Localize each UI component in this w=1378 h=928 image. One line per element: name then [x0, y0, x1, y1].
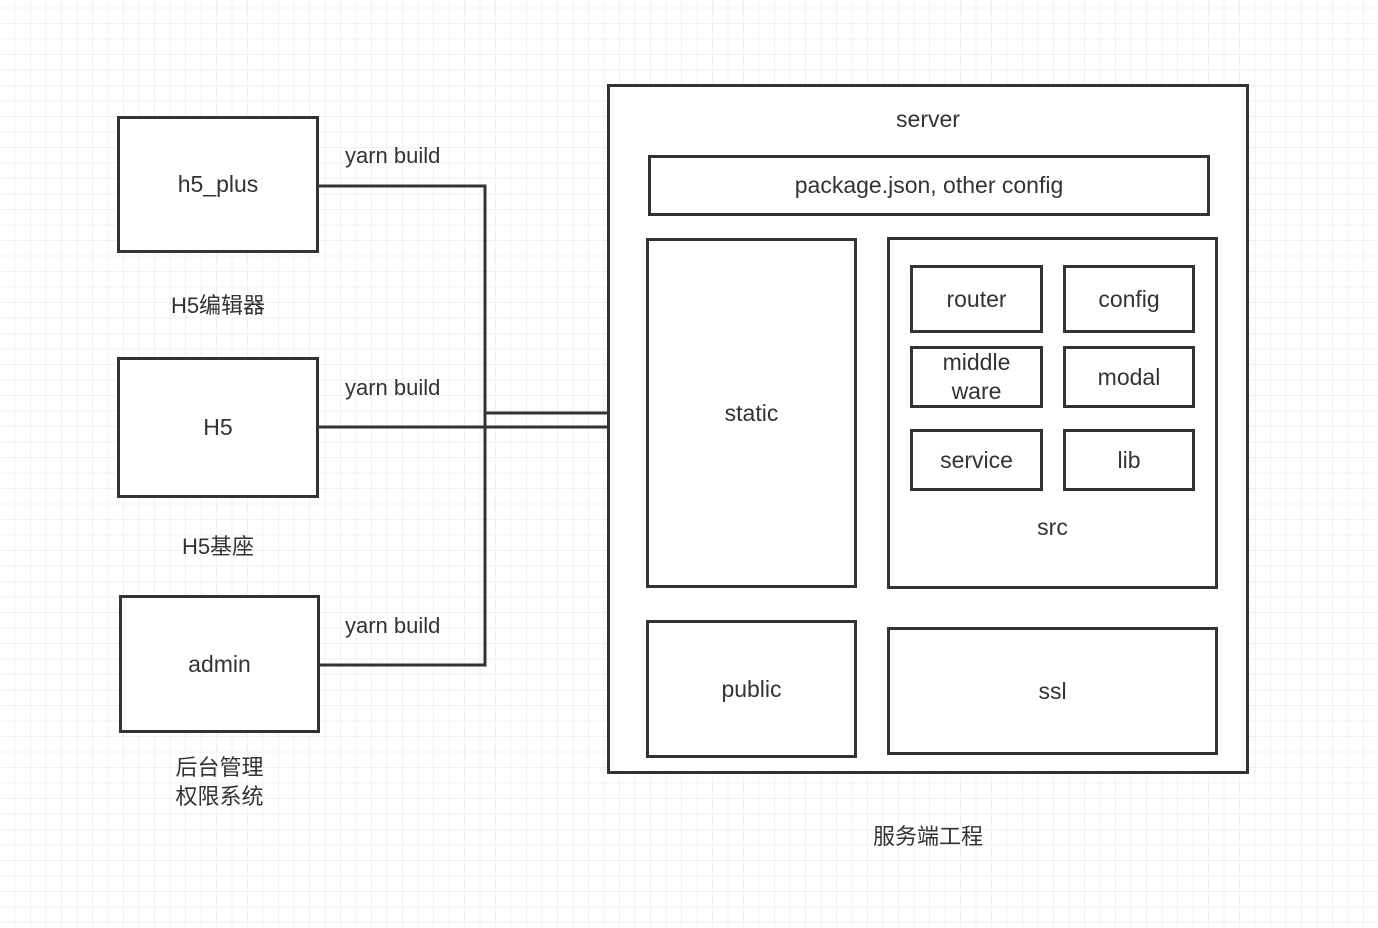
public-box-label: public: [721, 675, 782, 702]
ssl-box[interactable]: ssl: [887, 627, 1218, 755]
edge-label-h5-plus: yarn build: [345, 143, 441, 168]
source-box-admin[interactable]: admin: [119, 595, 320, 733]
server-config-box-label: package.json, other config: [794, 172, 1064, 199]
src-item-lib-label: lib: [1117, 446, 1141, 473]
edge-label-admin: yarn build: [345, 613, 441, 638]
source-box-h5[interactable]: H5: [117, 357, 319, 498]
source-caption-h5-plus: H5编辑器: [170, 293, 266, 318]
src-item-service-label: service: [940, 446, 1013, 473]
source-caption-h5: H5基座: [181, 534, 255, 559]
public-box[interactable]: public: [646, 620, 857, 758]
source-box-h5-plus[interactable]: h5_plus: [117, 116, 319, 253]
source-caption-admin: 后台管理 权限系统: [175, 755, 264, 809]
ssl-box-label: ssl: [1038, 677, 1067, 704]
src-item-modal[interactable]: modal: [1063, 346, 1195, 408]
src-title: src: [1037, 514, 1068, 540]
server-caption: 服务端工程: [872, 824, 983, 849]
source-box-h5-label: H5: [203, 414, 233, 441]
src-item-service[interactable]: service: [910, 429, 1043, 491]
src-item-lib[interactable]: lib: [1063, 429, 1195, 491]
src-item-router-label: router: [946, 285, 1007, 312]
src-item-config[interactable]: config: [1063, 265, 1195, 333]
src-item-middleware-label: middle ware: [942, 349, 1011, 404]
src-container[interactable]: router config middle ware modal service …: [887, 237, 1218, 589]
server-container[interactable]: server package.json, other config static…: [607, 84, 1249, 774]
static-box[interactable]: static: [646, 238, 857, 588]
src-item-config-label: config: [1098, 285, 1160, 312]
edge-label-h5: yarn build: [345, 375, 441, 400]
src-item-modal-label: modal: [1097, 363, 1161, 390]
static-box-label: static: [724, 399, 779, 426]
source-box-admin-label: admin: [188, 650, 251, 677]
source-box-h5-plus-label: h5_plus: [177, 171, 259, 198]
server-config-box[interactable]: package.json, other config: [648, 155, 1210, 216]
src-item-router[interactable]: router: [910, 265, 1043, 333]
server-title: server: [896, 106, 960, 132]
src-item-middleware[interactable]: middle ware: [910, 346, 1043, 408]
